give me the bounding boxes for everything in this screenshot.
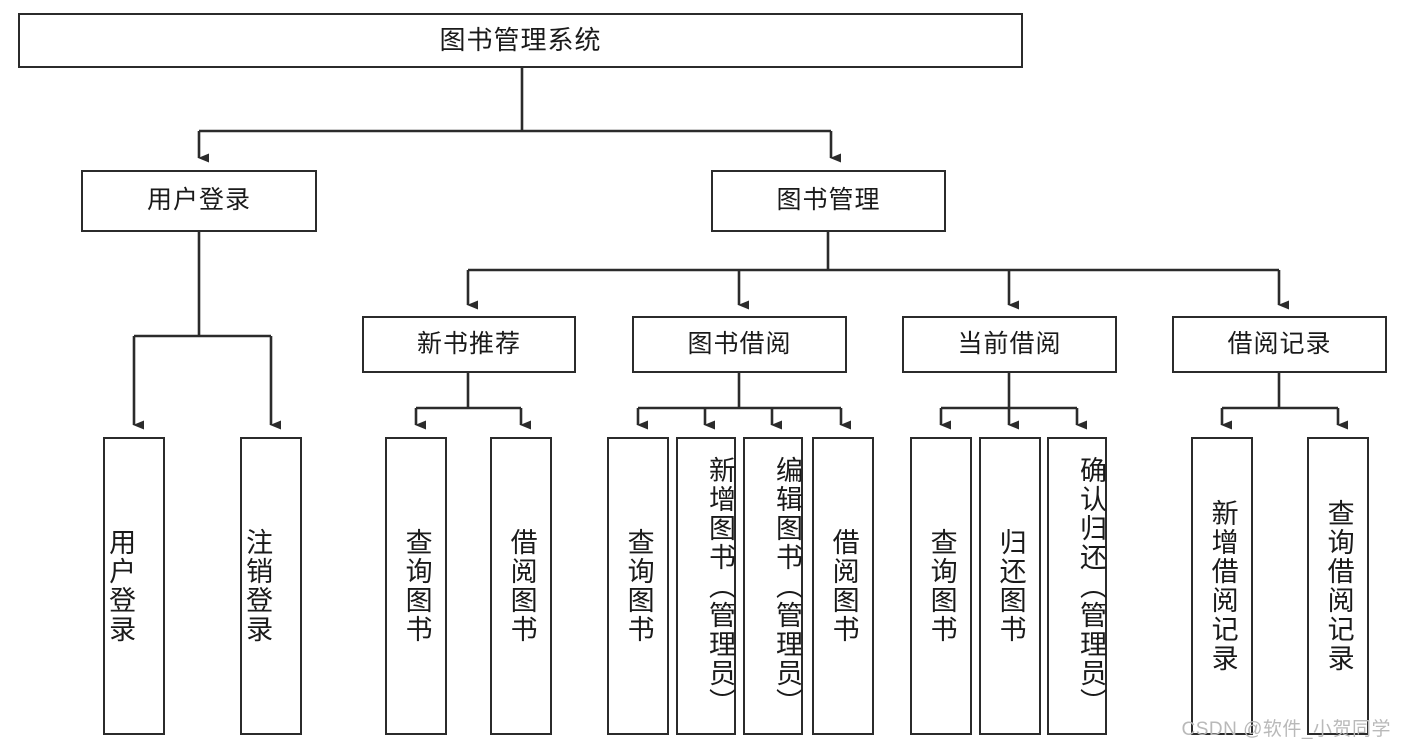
leaf-label: 新增图书（管理员） bbox=[705, 455, 735, 717]
leaf-query-borrow-record[interactable]: 查询借阅记录 bbox=[1307, 437, 1369, 735]
leaf-label: 新增借阅记录 bbox=[1207, 499, 1238, 673]
node-label: 当前借阅 bbox=[957, 329, 1062, 358]
node-user-login[interactable]: 用户登录 bbox=[81, 170, 317, 232]
node-label: 图书管理 bbox=[776, 186, 881, 215]
node-book-management[interactable]: 图书管理 bbox=[711, 170, 946, 232]
leaf-user-login[interactable]: 用户登录 bbox=[103, 437, 165, 735]
leaf-confirm-return-admin[interactable]: 确认归还（管理员） bbox=[1047, 437, 1107, 735]
leaf-logout[interactable]: 注销登录 bbox=[240, 437, 302, 735]
node-label: 借阅记录 bbox=[1227, 329, 1332, 358]
leaf-borrow-books[interactable]: 借阅图书 bbox=[812, 437, 874, 735]
leaf-label: 查询图书 bbox=[623, 528, 654, 644]
leaf-label: 确认归还（管理员） bbox=[1076, 455, 1106, 717]
csdn-watermark: CSDN @软件_小贺同学 bbox=[1181, 719, 1391, 740]
leaf-query-books-borrow[interactable]: 查询图书 bbox=[607, 437, 669, 735]
leaf-label: 编辑图书（管理员） bbox=[772, 455, 802, 717]
node-borrowing-records[interactable]: 借阅记录 bbox=[1172, 316, 1387, 373]
node-label: 图书管理系统 bbox=[439, 25, 602, 56]
leaf-add-borrow-record[interactable]: 新增借阅记录 bbox=[1191, 437, 1253, 735]
leaf-label: 查询图书 bbox=[401, 528, 432, 644]
node-new-book-recommendation[interactable]: 新书推荐 bbox=[362, 316, 576, 373]
leaf-label: 用户登录 bbox=[105, 528, 136, 644]
leaf-borrow-books-new[interactable]: 借阅图书 bbox=[490, 437, 552, 735]
node-label: 图书借阅 bbox=[687, 329, 792, 358]
leaf-edit-book-admin[interactable]: 编辑图书（管理员） bbox=[743, 437, 803, 735]
leaf-label: 注销登录 bbox=[242, 528, 273, 644]
node-label: 新书推荐 bbox=[416, 329, 521, 358]
node-book-management-system[interactable]: 图书管理系统 bbox=[18, 13, 1023, 68]
leaf-label: 查询借阅记录 bbox=[1323, 499, 1354, 673]
leaf-label: 查询图书 bbox=[926, 528, 957, 644]
leaf-label: 借阅图书 bbox=[506, 528, 537, 644]
leaf-add-book-admin[interactable]: 新增图书（管理员） bbox=[676, 437, 736, 735]
leaf-label: 借阅图书 bbox=[828, 528, 859, 644]
leaf-query-books-new[interactable]: 查询图书 bbox=[385, 437, 447, 735]
leaf-label: 归还图书 bbox=[995, 528, 1026, 644]
leaf-return-books[interactable]: 归还图书 bbox=[979, 437, 1041, 735]
leaf-query-books-current[interactable]: 查询图书 bbox=[910, 437, 972, 735]
node-label: 用户登录 bbox=[146, 186, 251, 215]
node-book-borrowing[interactable]: 图书借阅 bbox=[632, 316, 847, 373]
node-current-borrowing[interactable]: 当前借阅 bbox=[902, 316, 1117, 373]
